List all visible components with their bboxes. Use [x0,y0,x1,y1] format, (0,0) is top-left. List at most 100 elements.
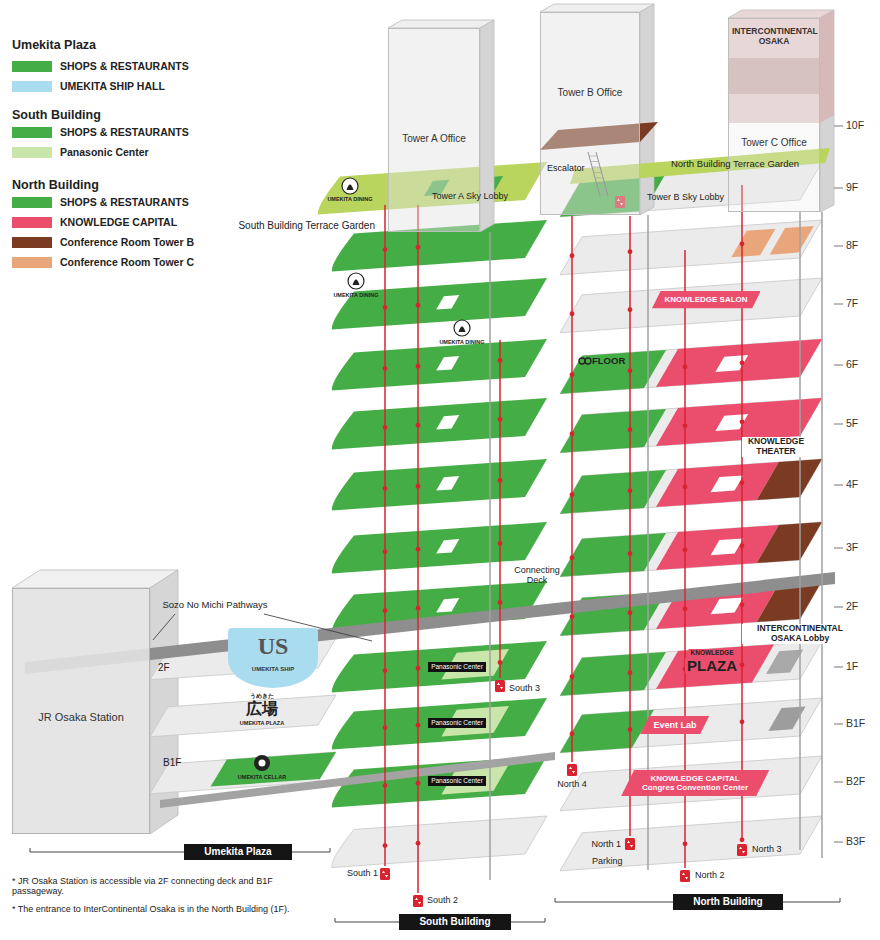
elevator-icon [625,838,635,850]
elevator-stop [383,549,388,554]
elevator-stop [416,606,421,611]
legend-row: Panasonic Center [12,145,149,159]
legend-heading: Umekita Plaza [12,38,96,52]
tower-top [388,20,494,28]
logo-text: PLAZA [685,658,739,673]
floor-label: 9F [846,181,858,193]
floor-tick [834,607,843,608]
text-holder: Panasonic Center [431,663,483,670]
elevator-shaft [384,205,386,866]
shop-floor [332,641,547,693]
elevator-stop [498,660,503,665]
elevator-label: North 2 [695,870,725,880]
legend-text: SHOPS & RESTAURANTS [60,126,189,138]
floor-label: 4F [846,478,858,490]
name-tag: Panasonic Center [428,776,487,786]
elevator-stop [416,423,421,428]
footnote: * JR Osaka Station is accessible via 2F … [12,876,312,897]
conference-area [757,522,822,563]
node-text: JR Osaka Station [16,711,146,724]
area-label: Sozo No Michi Pathways [162,600,267,611]
elevator-shaft [571,216,573,762]
floor-plate [560,816,822,871]
elevator-stop [416,781,421,786]
floor-tick [834,246,843,247]
elevator-stop [570,555,575,560]
elevator-stop [628,488,633,493]
tower-block: Tower B Office [540,12,640,215]
logo-text: UMEKITA CELLAR [238,774,286,780]
atrium-void [436,476,459,490]
elevator-shaft [489,232,491,880]
legend-text: Conference Room Tower C [60,256,194,268]
atrium-void [436,295,459,309]
tower-block: Tower A Office [388,28,480,232]
elevator-label: North 4 [557,779,587,789]
area-shape [640,716,709,734]
floor-label: B1F [846,717,865,729]
logo-text: UMEKITA PLAZA [240,720,284,726]
tower-side [820,10,834,212]
lobby-block [766,650,803,675]
legend-row: Conference Room Tower B [12,235,194,249]
elevator-stop [570,614,575,619]
shop-floor [332,339,547,391]
legend-swatch [12,217,52,228]
logo-text: UMEKITA DINING [333,292,378,298]
elevator-icon-mark [682,873,688,880]
elevator-stop [570,431,575,436]
knowledge-area [656,462,779,507]
node-text: South Building [419,916,490,928]
elevator-icon-mark [569,767,575,774]
node-text: UMEKITA SHIP [231,666,315,673]
floor-label: 5F [846,417,858,429]
floor-tick [834,485,843,486]
elevator-stop [740,419,745,424]
area-label: North Building Terrace Garden [671,159,799,170]
elevator-stop [416,723,421,728]
elevator-stop [383,843,388,848]
elevator-stop [416,245,421,250]
elevator-stop [498,417,503,422]
elevator-stop [570,253,575,258]
node-text: Event Lab [653,720,696,730]
legend-swatch [12,147,52,158]
elevator-icon-mark [415,898,421,905]
dining-logo [342,178,358,194]
floor-tick [834,126,843,127]
tower-side [640,4,654,215]
legend-row: SHOPS & RESTAURANTS [12,59,189,73]
elevator-stop [683,841,688,846]
elevator-stop [383,608,388,613]
knowledge-area: KNOWLEDGE CAPITAL Congres Convention Cen… [621,770,769,796]
atrium-void [436,415,459,429]
shop-floor [332,459,547,511]
elevator-icon [567,764,577,776]
node-text: Tower B Office [544,87,636,99]
atrium-void [711,475,744,492]
tower-top [728,10,834,18]
dining-logo [348,273,364,289]
elevator-stop [628,727,633,732]
shop-area [560,470,666,514]
elevator-icon [680,870,690,882]
elevator-stop [383,668,388,673]
elevator-stop [740,360,745,365]
area-label: Tower A Sky Lobby [432,191,508,201]
building-band: Umekita Plaza [184,844,292,860]
hall-shape: USUMEKITA SHIP [228,628,318,688]
floor-plate [560,756,822,811]
elevator-stop [740,602,745,607]
area-label: Parking [592,856,623,866]
elevator-label: South 2 [427,895,458,905]
floor-tick [834,548,843,549]
floor-label: 2F [846,600,858,612]
elevator-stop [416,666,421,671]
floor-label: 7F [846,297,858,309]
area-label: Connecting Deck [509,565,565,586]
elevator-icon-mark [739,847,745,854]
elevator-stop [416,364,421,369]
legend-heading: South Building [12,108,101,122]
